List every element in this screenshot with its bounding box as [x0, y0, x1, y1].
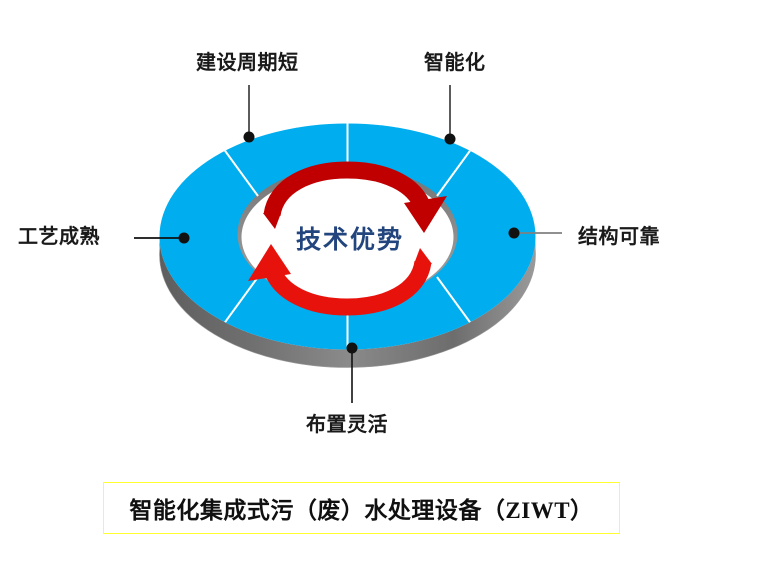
donut-center-hole: [241, 173, 454, 301]
callout-label-top-right: 智能化: [424, 52, 486, 74]
cycle-arrow-bottom: [248, 244, 432, 316]
cycle-arrow-top: [263, 161, 447, 233]
cycle-arrows: [248, 161, 447, 316]
leader-top-left: [243, 85, 255, 143]
callout-leaders: [134, 85, 562, 403]
leader-left: [134, 232, 190, 244]
leader-right: [508, 227, 562, 239]
leader-bottom: [346, 342, 358, 403]
callout-label-right: 结构可靠: [578, 226, 660, 248]
donut-top-face: [159, 123, 536, 350]
leader-top-right: [444, 85, 456, 145]
callout-label-bottom: 布置灵活: [306, 414, 388, 436]
caption-box: 智能化集成式污（废）水处理设备（ZIWT）: [103, 482, 620, 534]
caption-text: 智能化集成式污（废）水处理设备（ZIWT）: [129, 498, 594, 523]
diagram-center-text: 技术优势: [295, 227, 404, 254]
callout-label-left: 工艺成熟: [18, 226, 100, 248]
callout-label-top-left: 建设周期短: [196, 52, 299, 74]
